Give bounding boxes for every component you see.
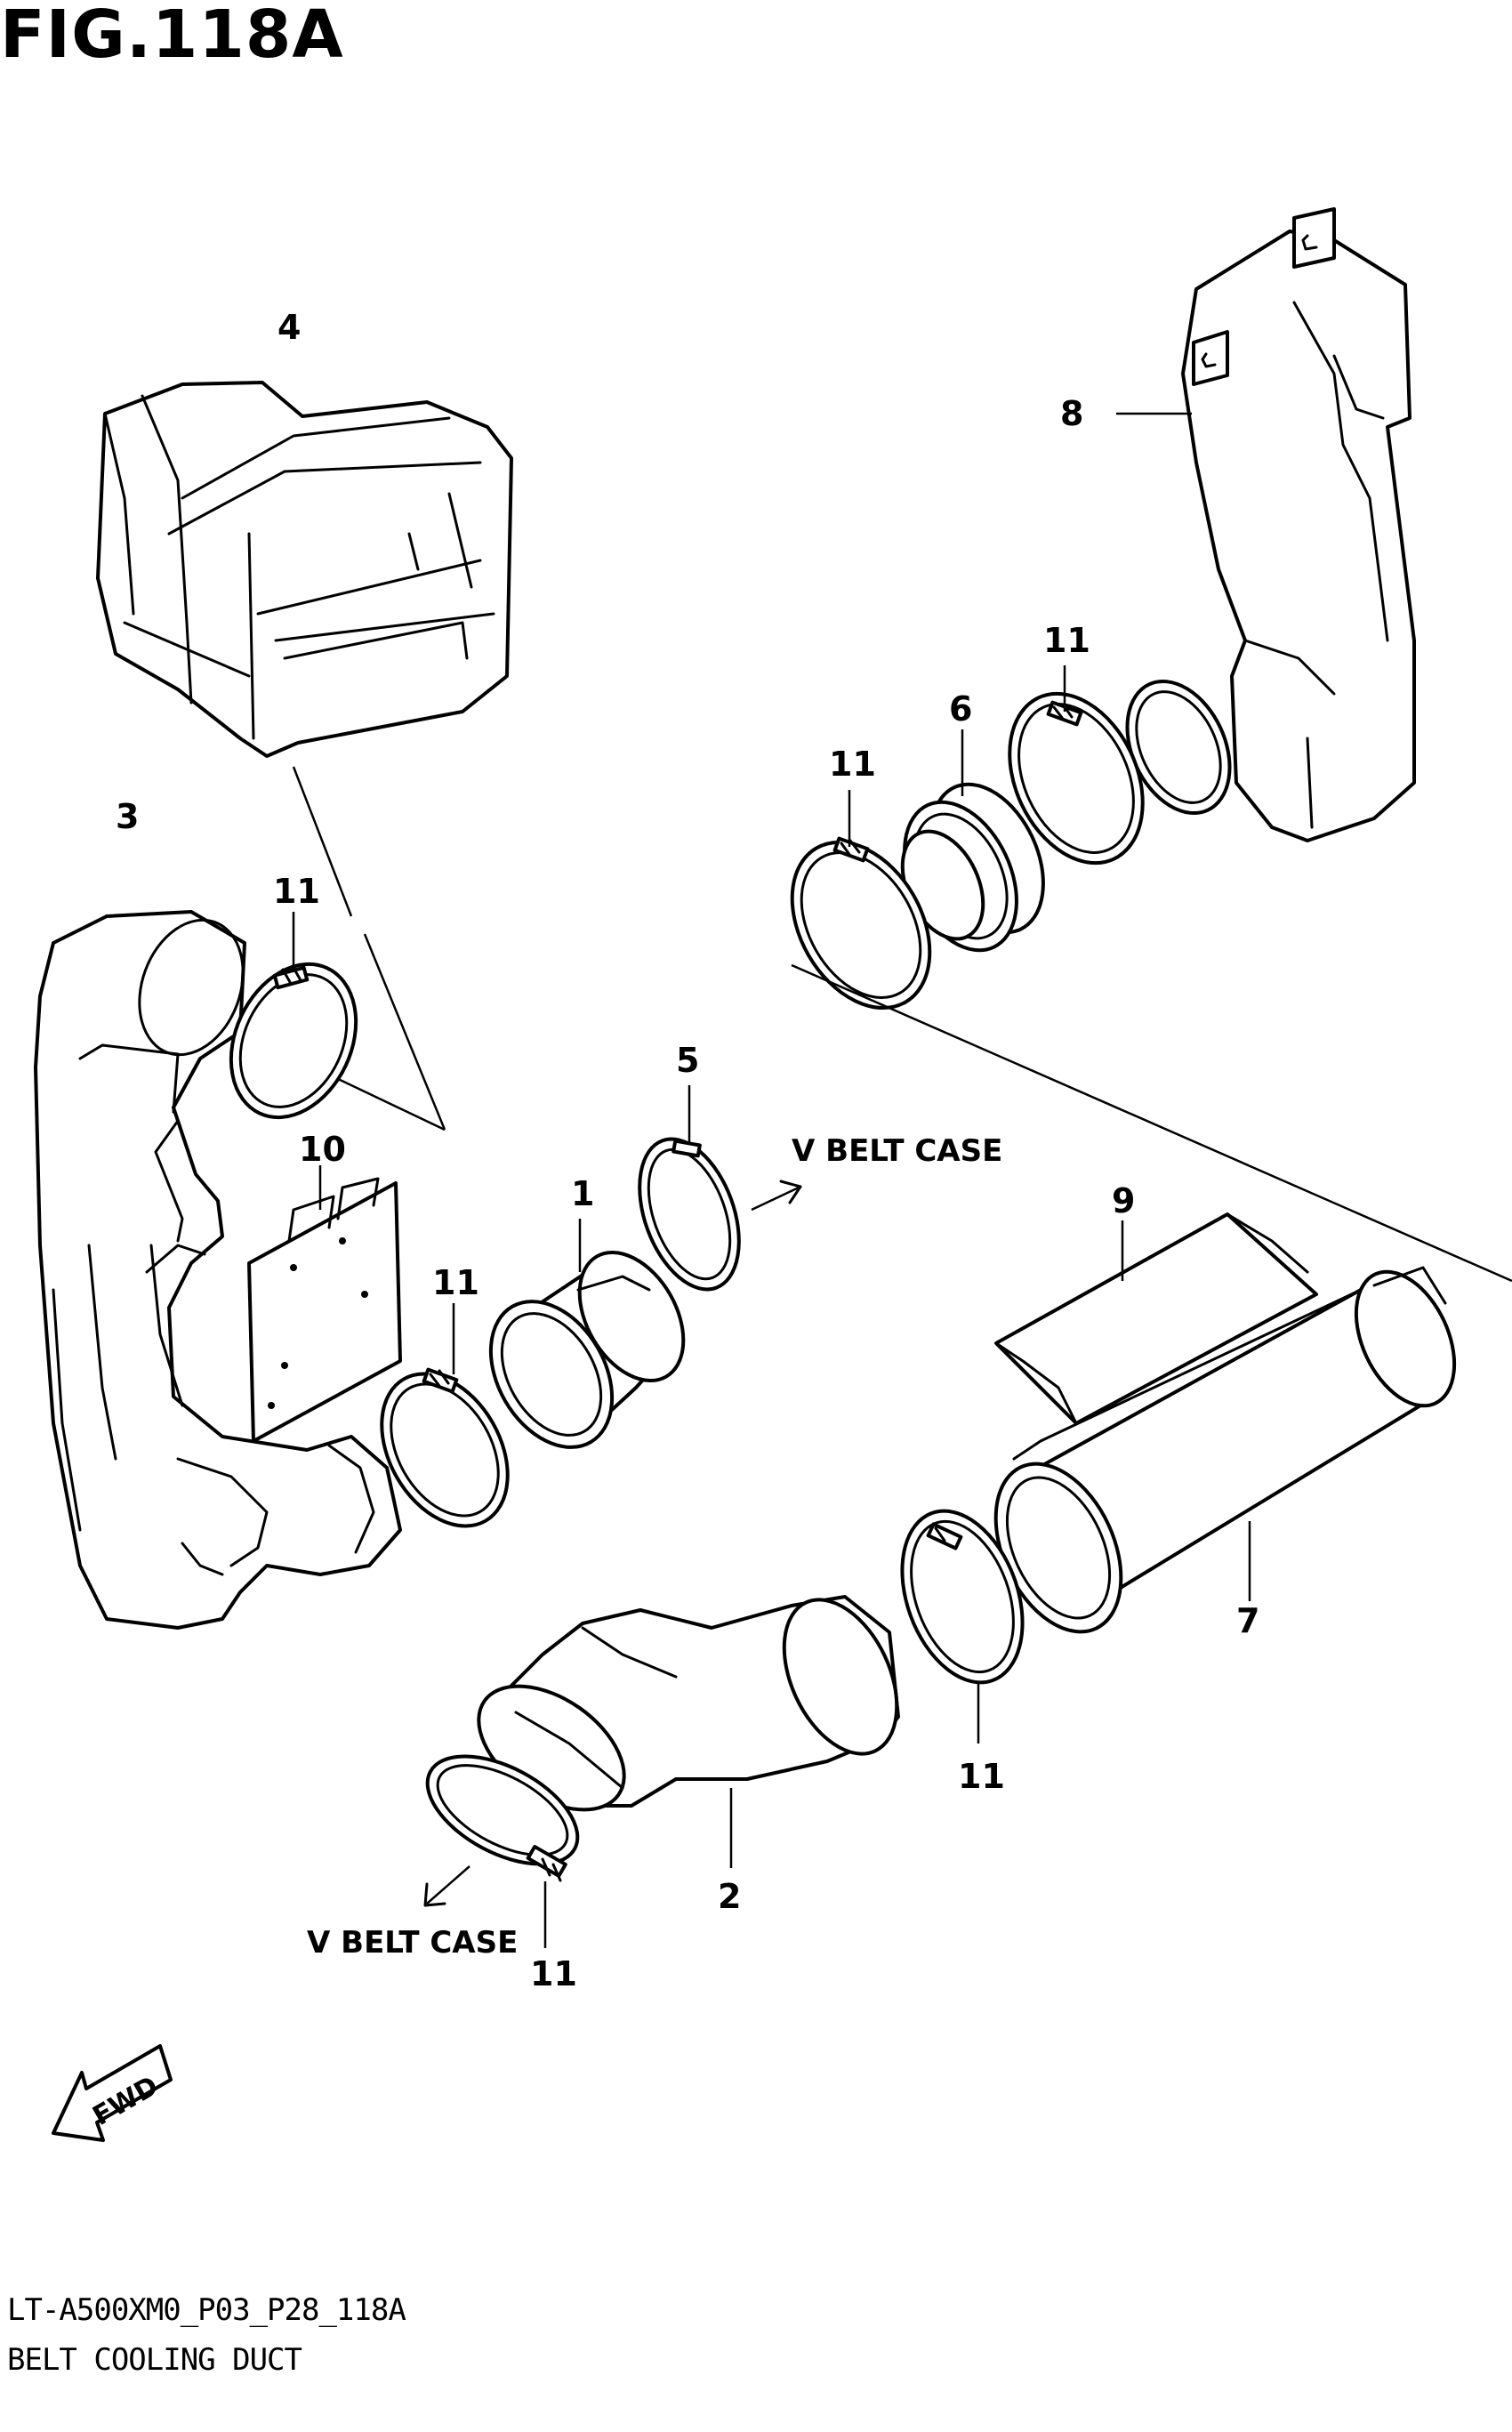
callout-6: 6 [949,689,972,729]
clamp-11-left-lower[interactable] [356,1351,533,1548]
callout-10: 10 [299,1130,346,1169]
callout-9: 9 [1112,1181,1135,1220]
clamp-11-lower[interactable] [410,1734,595,1886]
callout-11-b: 11 [829,745,876,784]
callout-11-c: 11 [273,872,320,911]
fwd-arrow [52,2044,173,2142]
part-6-joint[interactable] [882,767,1066,969]
part-8-outlet [1125,679,1232,816]
clamp-11-upper-middle[interactable] [764,817,958,1032]
part-3-front-duct[interactable] [34,906,402,1630]
clamp-11-left-upper[interactable] [207,944,380,1138]
arrow-vbelt-lower [423,1865,470,1907]
callout-4: 4 [277,308,301,347]
callout-3: 3 [116,797,139,836]
part-7-tube[interactable] [971,1256,1475,1652]
clamp-11-upper-right[interactable] [984,672,1169,885]
callout-11-f: 11 [530,1954,577,1993]
vbelt-case-upper-label: V BELT CASE [792,1133,1002,1169]
part-9-cover[interactable] [994,1212,1318,1425]
vbelt-case-lower-label: V BELT CASE [307,1925,518,1961]
callout-5: 5 [676,1041,699,1080]
clamp-11-middle-right[interactable] [881,1494,1045,1699]
callout-7: 7 [1236,1601,1259,1640]
part-1-joint[interactable] [466,1234,704,1469]
footer-name: BELT COOLING DUCT [7,2342,302,2378]
figure-title: FIG.118A [0,0,344,73]
footer-code: LT-A500XM0_P03_P28_118A [7,2292,406,2328]
part-10-filter[interactable] [247,1177,402,1443]
part-8-rear-duct[interactable] [1181,207,1416,842]
callout-1: 1 [571,1174,594,1213]
callout-11-e: 11 [958,1757,1005,1796]
callout-11-d: 11 [432,1263,479,1302]
callout-11-a: 11 [1043,621,1090,660]
part-4-cover[interactable] [96,381,513,758]
callout-2: 2 [718,1877,741,1916]
part-5-seal[interactable] [621,1125,758,1303]
callout-8: 8 [1060,394,1083,433]
arrow-vbelt-upper [751,1180,802,1212]
